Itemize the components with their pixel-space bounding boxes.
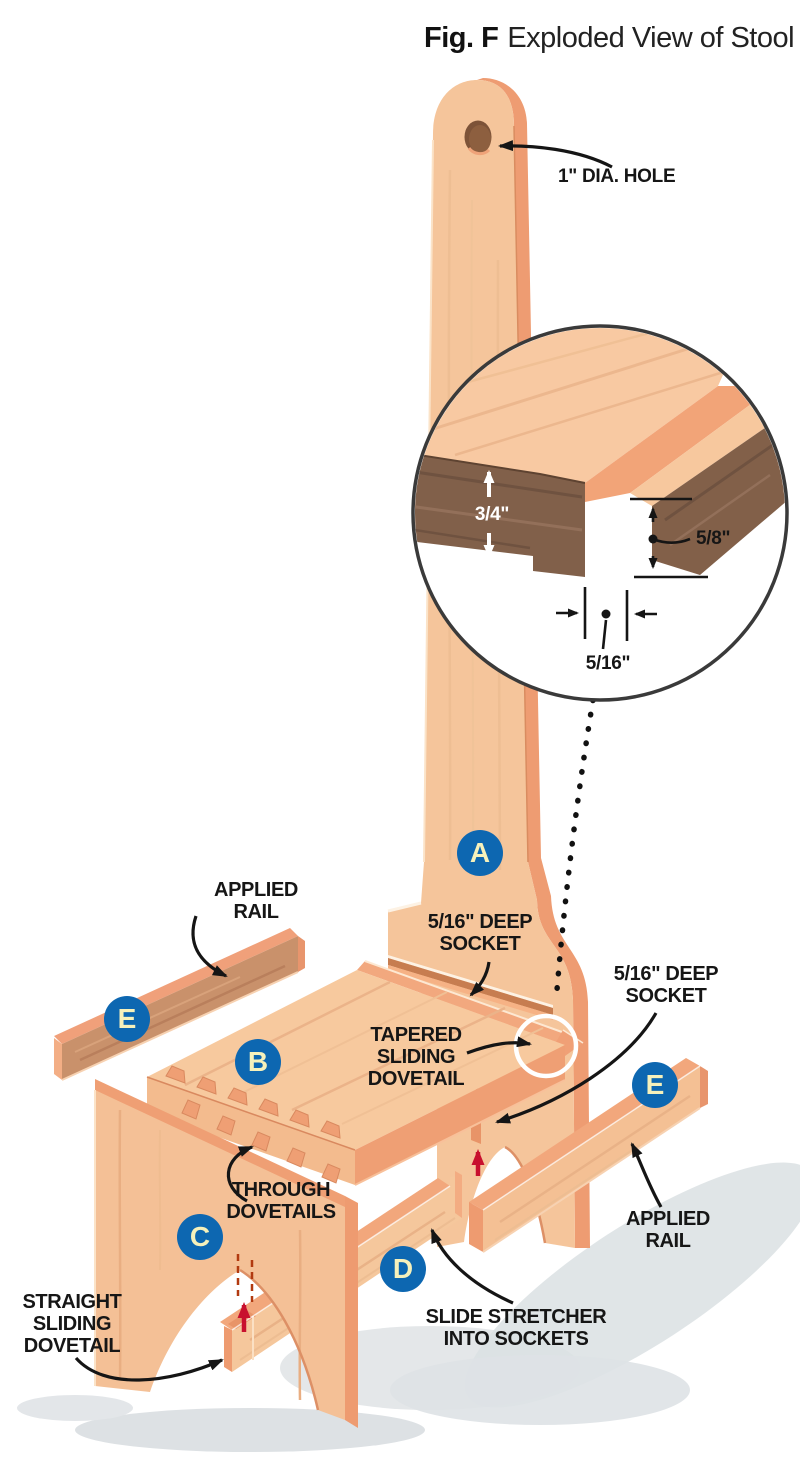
label-line: 5/16" DEEP <box>427 911 533 933</box>
dim-value: 5/8" <box>696 528 731 549</box>
seat <box>146 960 584 1186</box>
label-line: DOVETAIL <box>367 1068 465 1090</box>
figure-caption: Exploded View of Stool <box>507 22 795 54</box>
label-line: DOVETAIL <box>23 1335 121 1357</box>
label-tapered-dovetail: TAPERED SLIDING DOVETAIL <box>367 1024 465 1090</box>
label-line: APPLIED <box>214 879 298 901</box>
dim-thickness: 3/4" <box>474 504 510 526</box>
arrow-socket-right <box>495 1012 658 1124</box>
figure-number: Fig. F <box>424 22 499 54</box>
hidden-socket-dashes <box>236 1254 254 1302</box>
dim-value: 3/4" <box>474 504 510 525</box>
badge-rail-left: E <box>104 996 150 1042</box>
label-line: 1" DIA. HOLE <box>558 166 676 187</box>
detail-circle <box>411 324 789 702</box>
dim-value: 5/16" <box>585 653 631 674</box>
badge-seat: B <box>235 1039 281 1085</box>
front-leg <box>94 1079 358 1428</box>
label-line: RAIL <box>645 1230 691 1252</box>
label-line: SOCKET <box>439 933 521 955</box>
dim-five-eighth <box>630 497 708 579</box>
label-line: 5/16" DEEP <box>613 963 719 985</box>
label-line: DOVETAILS <box>226 1201 336 1223</box>
label-line: SLIDE STRETCHER <box>425 1306 607 1328</box>
arrow-to-hole <box>498 140 613 169</box>
dim-five-sixteenth <box>556 587 657 650</box>
arrow-applied-rail-left <box>191 915 228 978</box>
badge-back-post: A <box>457 830 503 876</box>
arrow-applied-rail-right <box>630 1142 663 1208</box>
label-line: APPLIED <box>626 1208 710 1230</box>
dovetail-highlight-ring <box>513 1013 579 1079</box>
label-deep-socket-left: 5/16" DEEP SOCKET <box>427 911 533 955</box>
label-straight-dovetail: STRAIGHT SLIDING DOVETAIL <box>22 1291 121 1357</box>
arrow-through-dovetails <box>226 1145 254 1203</box>
callout-arrows <box>74 140 663 1382</box>
dim-socket-depth: 5/8" <box>696 528 731 549</box>
label-through-dovetails: THROUGH DOVETAILS <box>226 1179 336 1223</box>
hanging-hole <box>464 120 492 156</box>
label-line: THROUGH <box>231 1179 331 1201</box>
dim-socket-width: 5/16" <box>586 653 631 675</box>
badge-stretcher: D <box>380 1246 426 1292</box>
label-line: RAIL <box>233 901 279 923</box>
label-line: STRAIGHT <box>22 1291 122 1313</box>
label-slide-stretcher: SLIDE STRETCHER INTO SOCKETS <box>426 1306 607 1350</box>
label-line: SLIDING <box>32 1313 112 1335</box>
label-dia-hole: 1" DIA. HOLE <box>558 166 676 187</box>
label-deep-socket-right: 5/16" DEEP SOCKET <box>613 963 719 1007</box>
label-applied-rail-right: APPLIED RAIL <box>626 1208 710 1252</box>
label-line: INTO SOCKETS <box>443 1328 589 1350</box>
arrow-socket-left <box>469 961 491 997</box>
label-line: SOCKET <box>625 985 707 1007</box>
label-applied-rail-left: APPLIED RAIL <box>214 879 298 923</box>
label-line: TAPERED <box>370 1024 462 1046</box>
arrow-slide-stretcher <box>430 1228 514 1305</box>
label-line: SLIDING <box>376 1046 456 1068</box>
arrow-straight-dovetail <box>74 1356 224 1382</box>
badge-rail-right: E <box>632 1062 678 1108</box>
badge-front-leg: C <box>177 1214 223 1260</box>
arrow-tapered-dovetail <box>466 1036 532 1055</box>
slide-direction-arrows <box>237 1149 485 1332</box>
